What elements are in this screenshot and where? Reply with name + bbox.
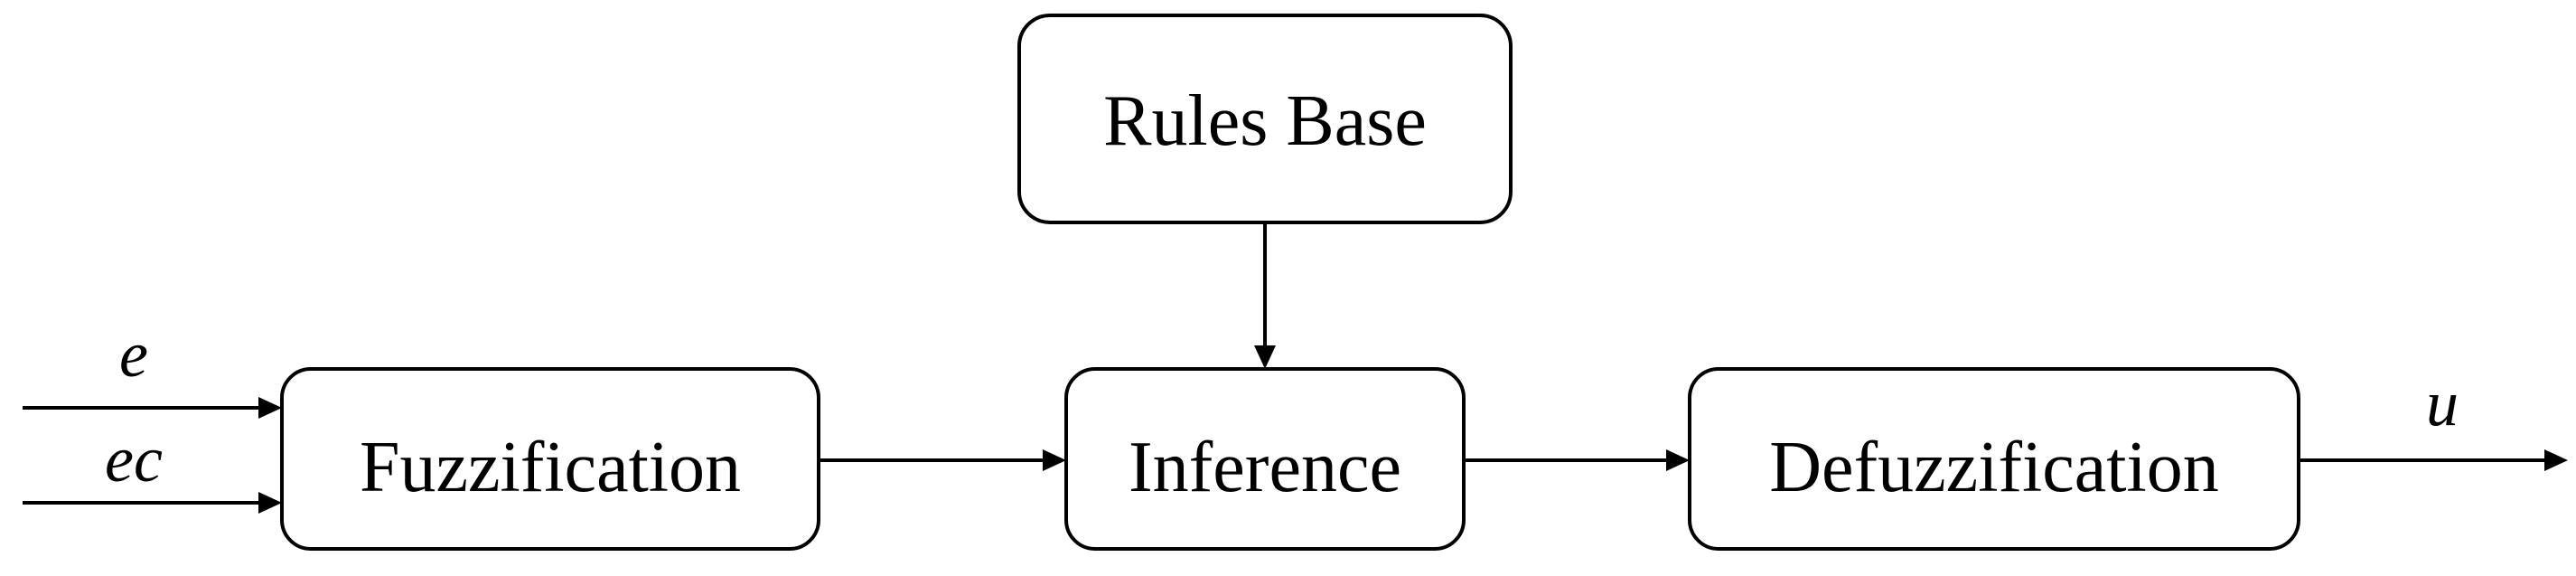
input-ec-label: ec — [105, 423, 163, 496]
input-e-label: e — [119, 318, 148, 391]
inference-label: Inference — [1129, 428, 1401, 507]
inference-block: Inference — [1064, 367, 1466, 551]
output-u-arrow — [2299, 449, 2568, 471]
input-e-arrow — [23, 397, 282, 419]
rules-base-block: Rules Base — [1017, 14, 1513, 224]
fuzzification-to-inference-arrow — [819, 449, 1066, 471]
input-ec-arrow — [23, 492, 282, 514]
inference-to-defuzzification-arrow — [1464, 449, 1690, 471]
rules-base-label: Rules Base — [1103, 81, 1427, 161]
output-u-label: u — [2426, 367, 2459, 439]
defuzzification-label: Defuzzification — [1769, 428, 2219, 507]
fuzzification-label: Fuzzification — [360, 428, 741, 507]
rules-to-inference-arrow — [1254, 222, 1276, 369]
defuzzification-block: Defuzzification — [1688, 367, 2300, 551]
fuzzification-block: Fuzzification — [280, 367, 820, 551]
